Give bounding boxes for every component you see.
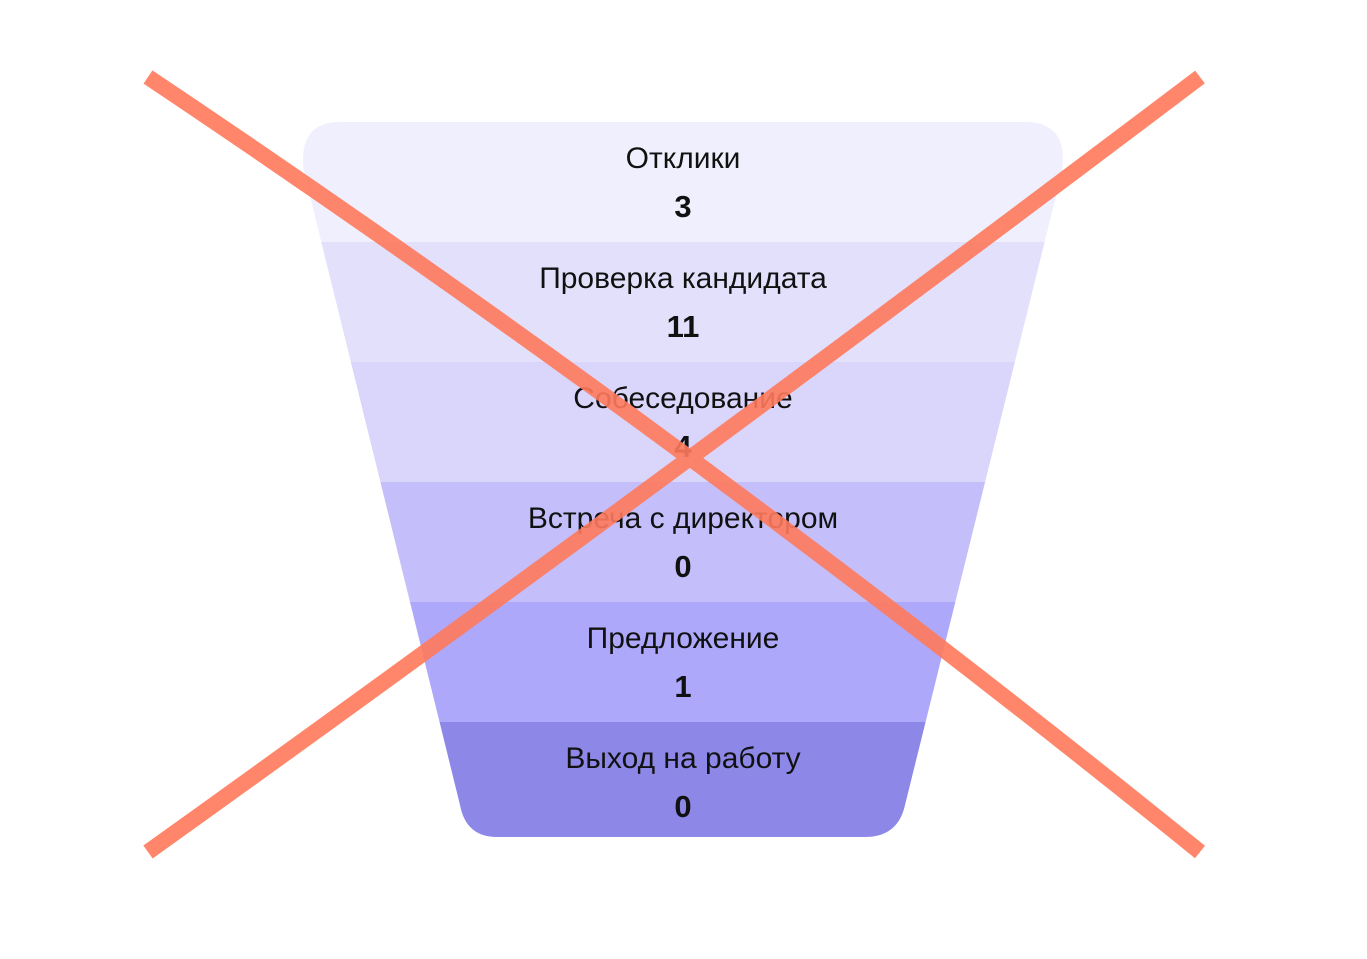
- funnel-band: [303, 482, 1063, 602]
- stage-value: 11: [667, 309, 700, 344]
- stage-value: 0: [674, 549, 691, 584]
- cross-out-mark: [143, 70, 1206, 859]
- stage-label: Предложение: [587, 622, 780, 655]
- stage-value: 3: [674, 189, 691, 224]
- cross-line-2: [143, 70, 1205, 859]
- stage-value: 0: [674, 789, 691, 824]
- cross-line-1: [143, 70, 1206, 859]
- stage-value: 1: [674, 669, 691, 704]
- stage-label: Отклики: [626, 142, 741, 175]
- funnel-band: [303, 122, 1063, 242]
- stage-label: Выход на работу: [565, 742, 800, 775]
- stage-label: Проверка кандидата: [539, 262, 827, 295]
